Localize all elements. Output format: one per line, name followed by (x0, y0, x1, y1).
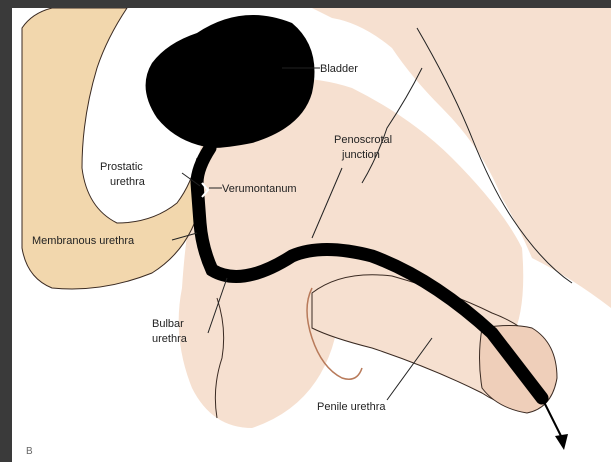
label-verumontanum: Verumontanum (222, 183, 297, 195)
label-bulbar-1: Bulbar (152, 318, 184, 330)
label-prostatic-2: urethra (110, 176, 146, 188)
panel-letter: B (26, 446, 33, 457)
label-membranous-urethra: Membranous urethra (32, 235, 135, 247)
label-prostatic-1: Prostatic (100, 161, 143, 173)
urethra-diagram: Bladder Prostatic urethra Verumontanum M… (12, 8, 611, 462)
anatomy-figure: Bladder Prostatic urethra Verumontanum M… (12, 8, 611, 462)
label-penoscrotal-2: junction (341, 149, 380, 161)
label-penoscrotal-1: Penoscrotal (334, 134, 392, 146)
arrow-head (555, 434, 568, 450)
label-bladder: Bladder (320, 63, 358, 75)
label-bulbar-2: urethra (152, 333, 188, 345)
label-penile-urethra: Penile urethra (317, 401, 386, 413)
arrow-shaft (542, 398, 562, 438)
